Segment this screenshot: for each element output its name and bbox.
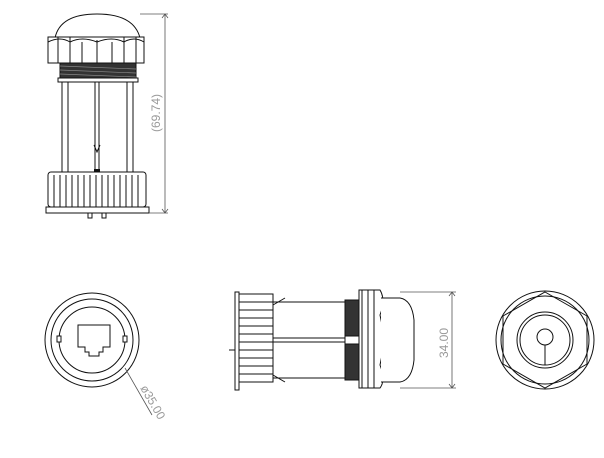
height-dimension-label: (69.74) — [149, 94, 163, 132]
bottom-view: ø35.00 — [44, 292, 168, 423]
width-dimension-label: 34.00 — [437, 328, 451, 358]
rj45-port-icon — [77, 324, 111, 357]
side-view — [229, 289, 415, 391]
width-dimension: 34.00 — [400, 291, 456, 389]
front-view — [45, 13, 150, 219]
diameter-dimension-label: ø35.00 — [137, 383, 168, 423]
height-dimension: (69.74) — [140, 13, 169, 214]
top-view — [495, 290, 595, 390]
